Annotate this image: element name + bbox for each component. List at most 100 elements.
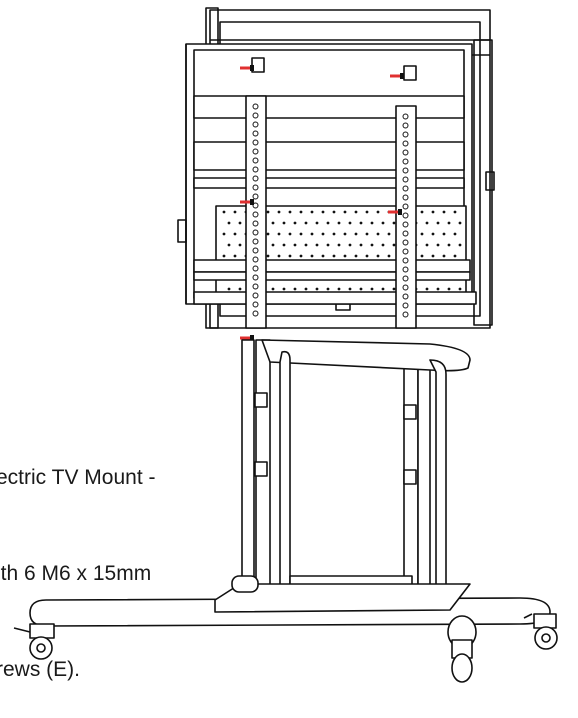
panel-hole bbox=[321, 210, 325, 214]
panel-hole bbox=[227, 287, 231, 291]
panel-hole bbox=[348, 221, 352, 225]
panel-hole bbox=[425, 243, 429, 247]
panel-hole bbox=[293, 221, 297, 225]
panel-hole bbox=[288, 232, 292, 236]
bracket-slot bbox=[252, 193, 259, 200]
panel-hole bbox=[453, 210, 457, 214]
bracket-slot bbox=[402, 257, 409, 264]
panel-hole bbox=[326, 243, 330, 247]
panel-hole bbox=[277, 232, 281, 236]
panel-hole bbox=[348, 287, 352, 291]
bracket-slot bbox=[402, 203, 409, 210]
bracket-slot bbox=[252, 292, 259, 299]
stand-column-left bbox=[241, 339, 271, 597]
bracket-slot bbox=[402, 293, 409, 300]
panel-hole bbox=[453, 254, 457, 258]
panel-hole bbox=[442, 254, 446, 258]
panel-hole bbox=[387, 232, 391, 236]
caster-front-left bbox=[13, 623, 55, 660]
bracket-slot bbox=[402, 149, 409, 156]
panel-hole bbox=[282, 287, 286, 291]
panel-hole bbox=[326, 221, 330, 225]
bracket-slot bbox=[252, 229, 259, 236]
panel-hole bbox=[392, 221, 396, 225]
panel-hole bbox=[392, 243, 396, 247]
panel-hole bbox=[436, 243, 440, 247]
panel-hole bbox=[310, 232, 314, 236]
panel-hole bbox=[299, 254, 303, 258]
right-vesa-bracket bbox=[395, 105, 417, 329]
panel-hole bbox=[337, 221, 341, 225]
bracket-slot bbox=[402, 239, 409, 246]
panel-hole bbox=[348, 243, 352, 247]
bracket-slot bbox=[402, 221, 409, 228]
panel-hole bbox=[436, 287, 440, 291]
bracket-slot bbox=[252, 265, 259, 272]
panel-hole bbox=[436, 221, 440, 225]
bracket-slot bbox=[252, 247, 259, 254]
bracket-slot bbox=[252, 157, 259, 164]
bracket-slot bbox=[252, 310, 259, 317]
panel-hole bbox=[299, 210, 303, 214]
panel-hole bbox=[238, 287, 242, 291]
bracket-slot bbox=[252, 202, 259, 209]
panel-hole bbox=[431, 210, 435, 214]
bracket-slot bbox=[402, 311, 409, 318]
instruction-caption: ectric TV Mount - ith 6 M6 x 15mm rews (… bbox=[0, 398, 216, 718]
bracket-slot bbox=[402, 248, 409, 255]
panel-hole bbox=[304, 221, 308, 225]
caster-rear-right bbox=[523, 613, 558, 650]
bracket-slot bbox=[402, 122, 409, 129]
panel-hole bbox=[337, 287, 341, 291]
panel-hole bbox=[447, 243, 451, 247]
panel-hole bbox=[458, 287, 462, 291]
bracket-slot bbox=[252, 112, 259, 119]
panel-hole bbox=[359, 243, 363, 247]
panel-hole bbox=[370, 243, 374, 247]
panel-hole bbox=[321, 232, 325, 236]
bracket-slot bbox=[252, 103, 259, 110]
panel-hole bbox=[315, 221, 319, 225]
panel-hole bbox=[233, 210, 237, 214]
panel-hole bbox=[293, 287, 297, 291]
left-vesa-bracket bbox=[245, 95, 267, 329]
panel-hole bbox=[227, 221, 231, 225]
panel-hole bbox=[425, 221, 429, 225]
panel-hole bbox=[343, 254, 347, 258]
panel-hole bbox=[359, 221, 363, 225]
panel-hole bbox=[271, 243, 275, 247]
panel-hole bbox=[222, 232, 226, 236]
panel-hole bbox=[337, 243, 341, 247]
screw-head bbox=[250, 65, 254, 71]
screw-head bbox=[400, 73, 404, 79]
panel-hole bbox=[431, 254, 435, 258]
bracket-slot bbox=[402, 140, 409, 147]
panel-hole bbox=[277, 210, 281, 214]
panel-hole bbox=[365, 210, 369, 214]
panel-hole bbox=[326, 287, 330, 291]
bracket-slot bbox=[402, 158, 409, 165]
panel-hole bbox=[420, 232, 424, 236]
bracket-slot bbox=[402, 266, 409, 273]
panel-hole bbox=[354, 232, 358, 236]
bracket-slot bbox=[402, 194, 409, 201]
panel-hole bbox=[315, 243, 319, 247]
bracket-slot bbox=[252, 220, 259, 227]
panel-hole bbox=[222, 210, 226, 214]
panel-hole bbox=[420, 210, 424, 214]
screw-head bbox=[398, 209, 402, 215]
panel-hole bbox=[293, 243, 297, 247]
panel-hole bbox=[271, 221, 275, 225]
panel-hole bbox=[420, 254, 424, 258]
bracket-slot bbox=[402, 185, 409, 192]
bracket-slot bbox=[252, 301, 259, 308]
panel-hole bbox=[238, 243, 242, 247]
panel-hole bbox=[354, 254, 358, 258]
stand-base bbox=[29, 575, 551, 649]
caster-front-right bbox=[451, 639, 473, 683]
bracket-slot bbox=[252, 130, 259, 137]
panel-hole bbox=[271, 287, 275, 291]
panel-hole bbox=[447, 287, 451, 291]
bracket-slot bbox=[252, 148, 259, 155]
panel-hole bbox=[442, 210, 446, 214]
